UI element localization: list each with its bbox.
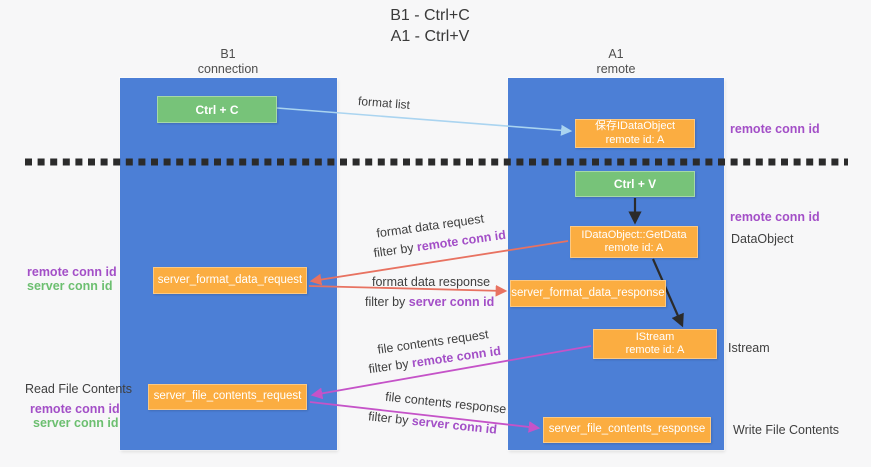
format-response-label: server_format_data_response xyxy=(511,286,665,299)
ctrl-v-label: Ctrl + V xyxy=(613,177,657,191)
filter-by-prefix: filter by xyxy=(365,295,409,309)
filter-by-prefix: filter by xyxy=(372,240,418,261)
file-request-label: server_file_contents_request xyxy=(153,390,302,403)
filter-key-server-conn-id: server conn id xyxy=(408,295,495,309)
title-line-1: B1 - Ctrl+C xyxy=(390,7,470,24)
filter-by-prefix: filter by xyxy=(367,409,413,428)
remote-conn-id-label-top: remote conn id xyxy=(730,122,820,136)
read-file-contents-label: Read File Contents xyxy=(25,382,133,396)
save-idataobject-line1: 保存IDataObject xyxy=(594,120,676,132)
left-bottom-server-conn-id: server conn id xyxy=(33,416,119,430)
filter-key-server-conn-id: server conn id xyxy=(411,413,498,437)
save-idataobject-line2: remote id: A xyxy=(605,133,665,146)
node-ctrl-c: Ctrl + C xyxy=(157,96,277,123)
format-request-label: server_format_data_request xyxy=(157,273,303,286)
node-server-format-data-request: server_format_data_request xyxy=(153,267,307,294)
node-server-file-contents-request: server_file_contents_request xyxy=(148,384,307,410)
format-data-response-label: format data response xyxy=(372,275,491,289)
left-mid-server-conn-id: server conn id xyxy=(27,279,113,293)
dataobject-label: DataObject xyxy=(731,232,794,246)
title-line-2: A1 - Ctrl+V xyxy=(390,28,470,45)
file-response-label: server_file_contents_response xyxy=(548,423,706,436)
lane-b1-name: B1 xyxy=(220,47,236,61)
remote-conn-id-label-mid: remote conn id xyxy=(730,210,820,224)
filter-by-prefix: filter by xyxy=(367,356,413,377)
istream-side-label: Istream xyxy=(728,341,770,355)
lane-a1-name: A1 xyxy=(608,47,624,61)
node-idataobject-getdata: IDataObject::GetData remote id: A xyxy=(570,226,698,258)
istream-line1: IStream xyxy=(635,330,675,343)
getdata-line1: IDataObject::GetData xyxy=(581,228,687,241)
lane-a1-role: remote xyxy=(596,62,636,76)
left-bottom-remote-conn-id: remote conn id xyxy=(30,402,120,416)
ctrl-c-label: Ctrl + C xyxy=(195,102,239,117)
node-server-file-contents-response: server_file_contents_response xyxy=(543,417,711,443)
lane-header-b1: B1 connection xyxy=(148,47,308,77)
node-save-idataobject: 保存IDataObject remote id: A xyxy=(575,119,695,148)
node-ctrl-v: Ctrl + V xyxy=(575,171,695,197)
istream-line2: remote id: A xyxy=(625,344,685,356)
getdata-line2: remote id: A xyxy=(604,242,664,254)
node-server-format-data-response: server_format_data_response xyxy=(510,280,666,307)
left-mid-remote-conn-id: remote conn id xyxy=(27,265,117,279)
lane-header-a1: A1 remote xyxy=(536,47,696,77)
write-file-contents-label: Write File Contents xyxy=(733,423,840,437)
diagram-title: B1 - Ctrl+C A1 - Ctrl+V xyxy=(300,5,560,47)
format-list-label: format list xyxy=(357,93,411,113)
node-istream: IStream remote id: A xyxy=(593,329,717,359)
lane-b1-role: connection xyxy=(197,62,259,76)
format-data-response-filter-label: filter by server conn id xyxy=(365,295,494,309)
